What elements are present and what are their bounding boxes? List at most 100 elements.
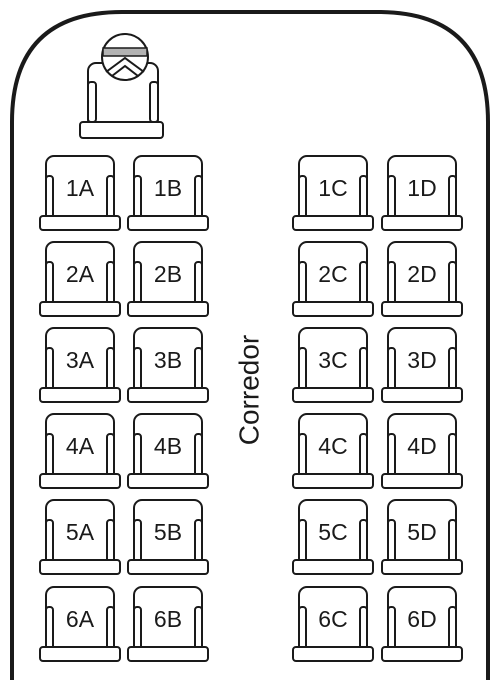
seat-left-arm	[133, 347, 142, 391]
seat-left-arm	[133, 519, 142, 563]
seat-6a[interactable]: 6A	[39, 586, 121, 662]
seat-left-arm	[45, 175, 54, 219]
seat-cushion	[127, 646, 209, 662]
seat-1d[interactable]: 1D	[381, 155, 463, 231]
seat-cushion	[39, 301, 121, 317]
driver-seat-cushion	[79, 121, 164, 139]
seat-5b[interactable]: 5B	[127, 499, 209, 575]
seat-label: 2D	[407, 261, 436, 287]
seat-cushion	[127, 559, 209, 575]
seat-left-arm	[133, 175, 142, 219]
seat-cushion	[127, 387, 209, 403]
seat-label: 4C	[318, 433, 347, 459]
seat-right-arm	[106, 433, 115, 477]
seat-cushion	[292, 215, 374, 231]
seat-label: 3B	[154, 347, 182, 373]
seat-label: 6B	[154, 606, 182, 632]
seat-cushion	[381, 646, 463, 662]
seat-right-arm	[448, 175, 457, 219]
seat-label: 2B	[154, 261, 182, 287]
driver-seat-right-arm	[149, 81, 159, 123]
seat-right-arm	[106, 261, 115, 305]
seat-right-arm	[359, 347, 368, 391]
seat-left-arm	[133, 606, 142, 650]
seat-label: 5A	[66, 519, 95, 545]
seat-2a[interactable]: 2A	[39, 241, 121, 317]
seat-3b[interactable]: 3B	[127, 327, 209, 403]
seat-label: 1A	[66, 175, 95, 201]
seat-cushion	[127, 215, 209, 231]
seat-right-arm	[106, 519, 115, 563]
seat-label: 3C	[318, 347, 347, 373]
seat-left-arm	[45, 606, 54, 650]
seat-label: 4A	[66, 433, 95, 459]
seat-right-arm	[194, 175, 203, 219]
seat-right-arm	[194, 606, 203, 650]
seat-left-arm	[45, 261, 54, 305]
seat-label: 2A	[66, 261, 95, 287]
seat-5c[interactable]: 5C	[292, 499, 374, 575]
seat-left-arm	[387, 261, 396, 305]
seat-label: 6C	[318, 606, 347, 632]
seat-right-arm	[448, 347, 457, 391]
seat-label: 3A	[66, 347, 95, 373]
seat-cushion	[39, 559, 121, 575]
seat-4b[interactable]: 4B	[127, 413, 209, 489]
seat-6d[interactable]: 6D	[381, 586, 463, 662]
seat-cushion	[381, 473, 463, 489]
driver-seat	[79, 33, 164, 139]
seat-left-arm	[387, 433, 396, 477]
seat-1c[interactable]: 1C	[292, 155, 374, 231]
seat-left-arm	[387, 606, 396, 650]
seat-left-arm	[45, 433, 54, 477]
seat-3a[interactable]: 3A	[39, 327, 121, 403]
seat-left-arm	[298, 175, 307, 219]
seat-left-arm	[387, 519, 396, 563]
seat-label: 1C	[318, 175, 347, 201]
seat-right-arm	[448, 519, 457, 563]
seat-cushion	[127, 473, 209, 489]
seat-left-arm	[133, 433, 142, 477]
bus-outline	[10, 10, 490, 680]
seat-label: 4D	[407, 433, 436, 459]
seat-left-arm	[298, 261, 307, 305]
seat-2b[interactable]: 2B	[127, 241, 209, 317]
seat-cushion	[381, 387, 463, 403]
aisle-label: Corredor	[233, 335, 264, 445]
seat-right-arm	[106, 175, 115, 219]
seat-left-arm	[387, 347, 396, 391]
seat-cushion	[292, 473, 374, 489]
seat-label: 2C	[318, 261, 347, 287]
seat-right-arm	[106, 606, 115, 650]
seat-cushion	[292, 559, 374, 575]
seat-label: 6D	[407, 606, 436, 632]
steering-wheel-icon	[101, 33, 149, 81]
driver-seat-left-arm	[87, 81, 97, 123]
seats-grid: 1A 1B 1C 1D 2A 2B 2C 2D 3A 3B 3C 3D 4A 4B 4C 4D 5A 5B 5C 5D…	[39, 155, 463, 662]
seat-label: 4B	[154, 433, 182, 459]
seat-label: 1B	[154, 175, 182, 201]
seat-5d[interactable]: 5D	[381, 499, 463, 575]
seat-cushion	[39, 387, 121, 403]
seat-3c[interactable]: 3C	[292, 327, 374, 403]
seat-label: 5D	[407, 519, 436, 545]
seat-4a[interactable]: 4A	[39, 413, 121, 489]
seat-right-arm	[448, 606, 457, 650]
seat-cushion	[39, 473, 121, 489]
seat-cushion	[127, 301, 209, 317]
seat-1b[interactable]: 1B	[127, 155, 209, 231]
seat-2d[interactable]: 2D	[381, 241, 463, 317]
seat-4d[interactable]: 4D	[381, 413, 463, 489]
seat-left-arm	[45, 519, 54, 563]
seat-6b[interactable]: 6B	[127, 586, 209, 662]
seat-2c[interactable]: 2C	[292, 241, 374, 317]
seat-4c[interactable]: 4C	[292, 413, 374, 489]
seat-1a[interactable]: 1A	[39, 155, 121, 231]
seat-left-arm	[298, 606, 307, 650]
seat-right-arm	[106, 347, 115, 391]
seat-right-arm	[359, 433, 368, 477]
seat-3d[interactable]: 3D	[381, 327, 463, 403]
seat-6c[interactable]: 6C	[292, 586, 374, 662]
seat-5a[interactable]: 5A	[39, 499, 121, 575]
